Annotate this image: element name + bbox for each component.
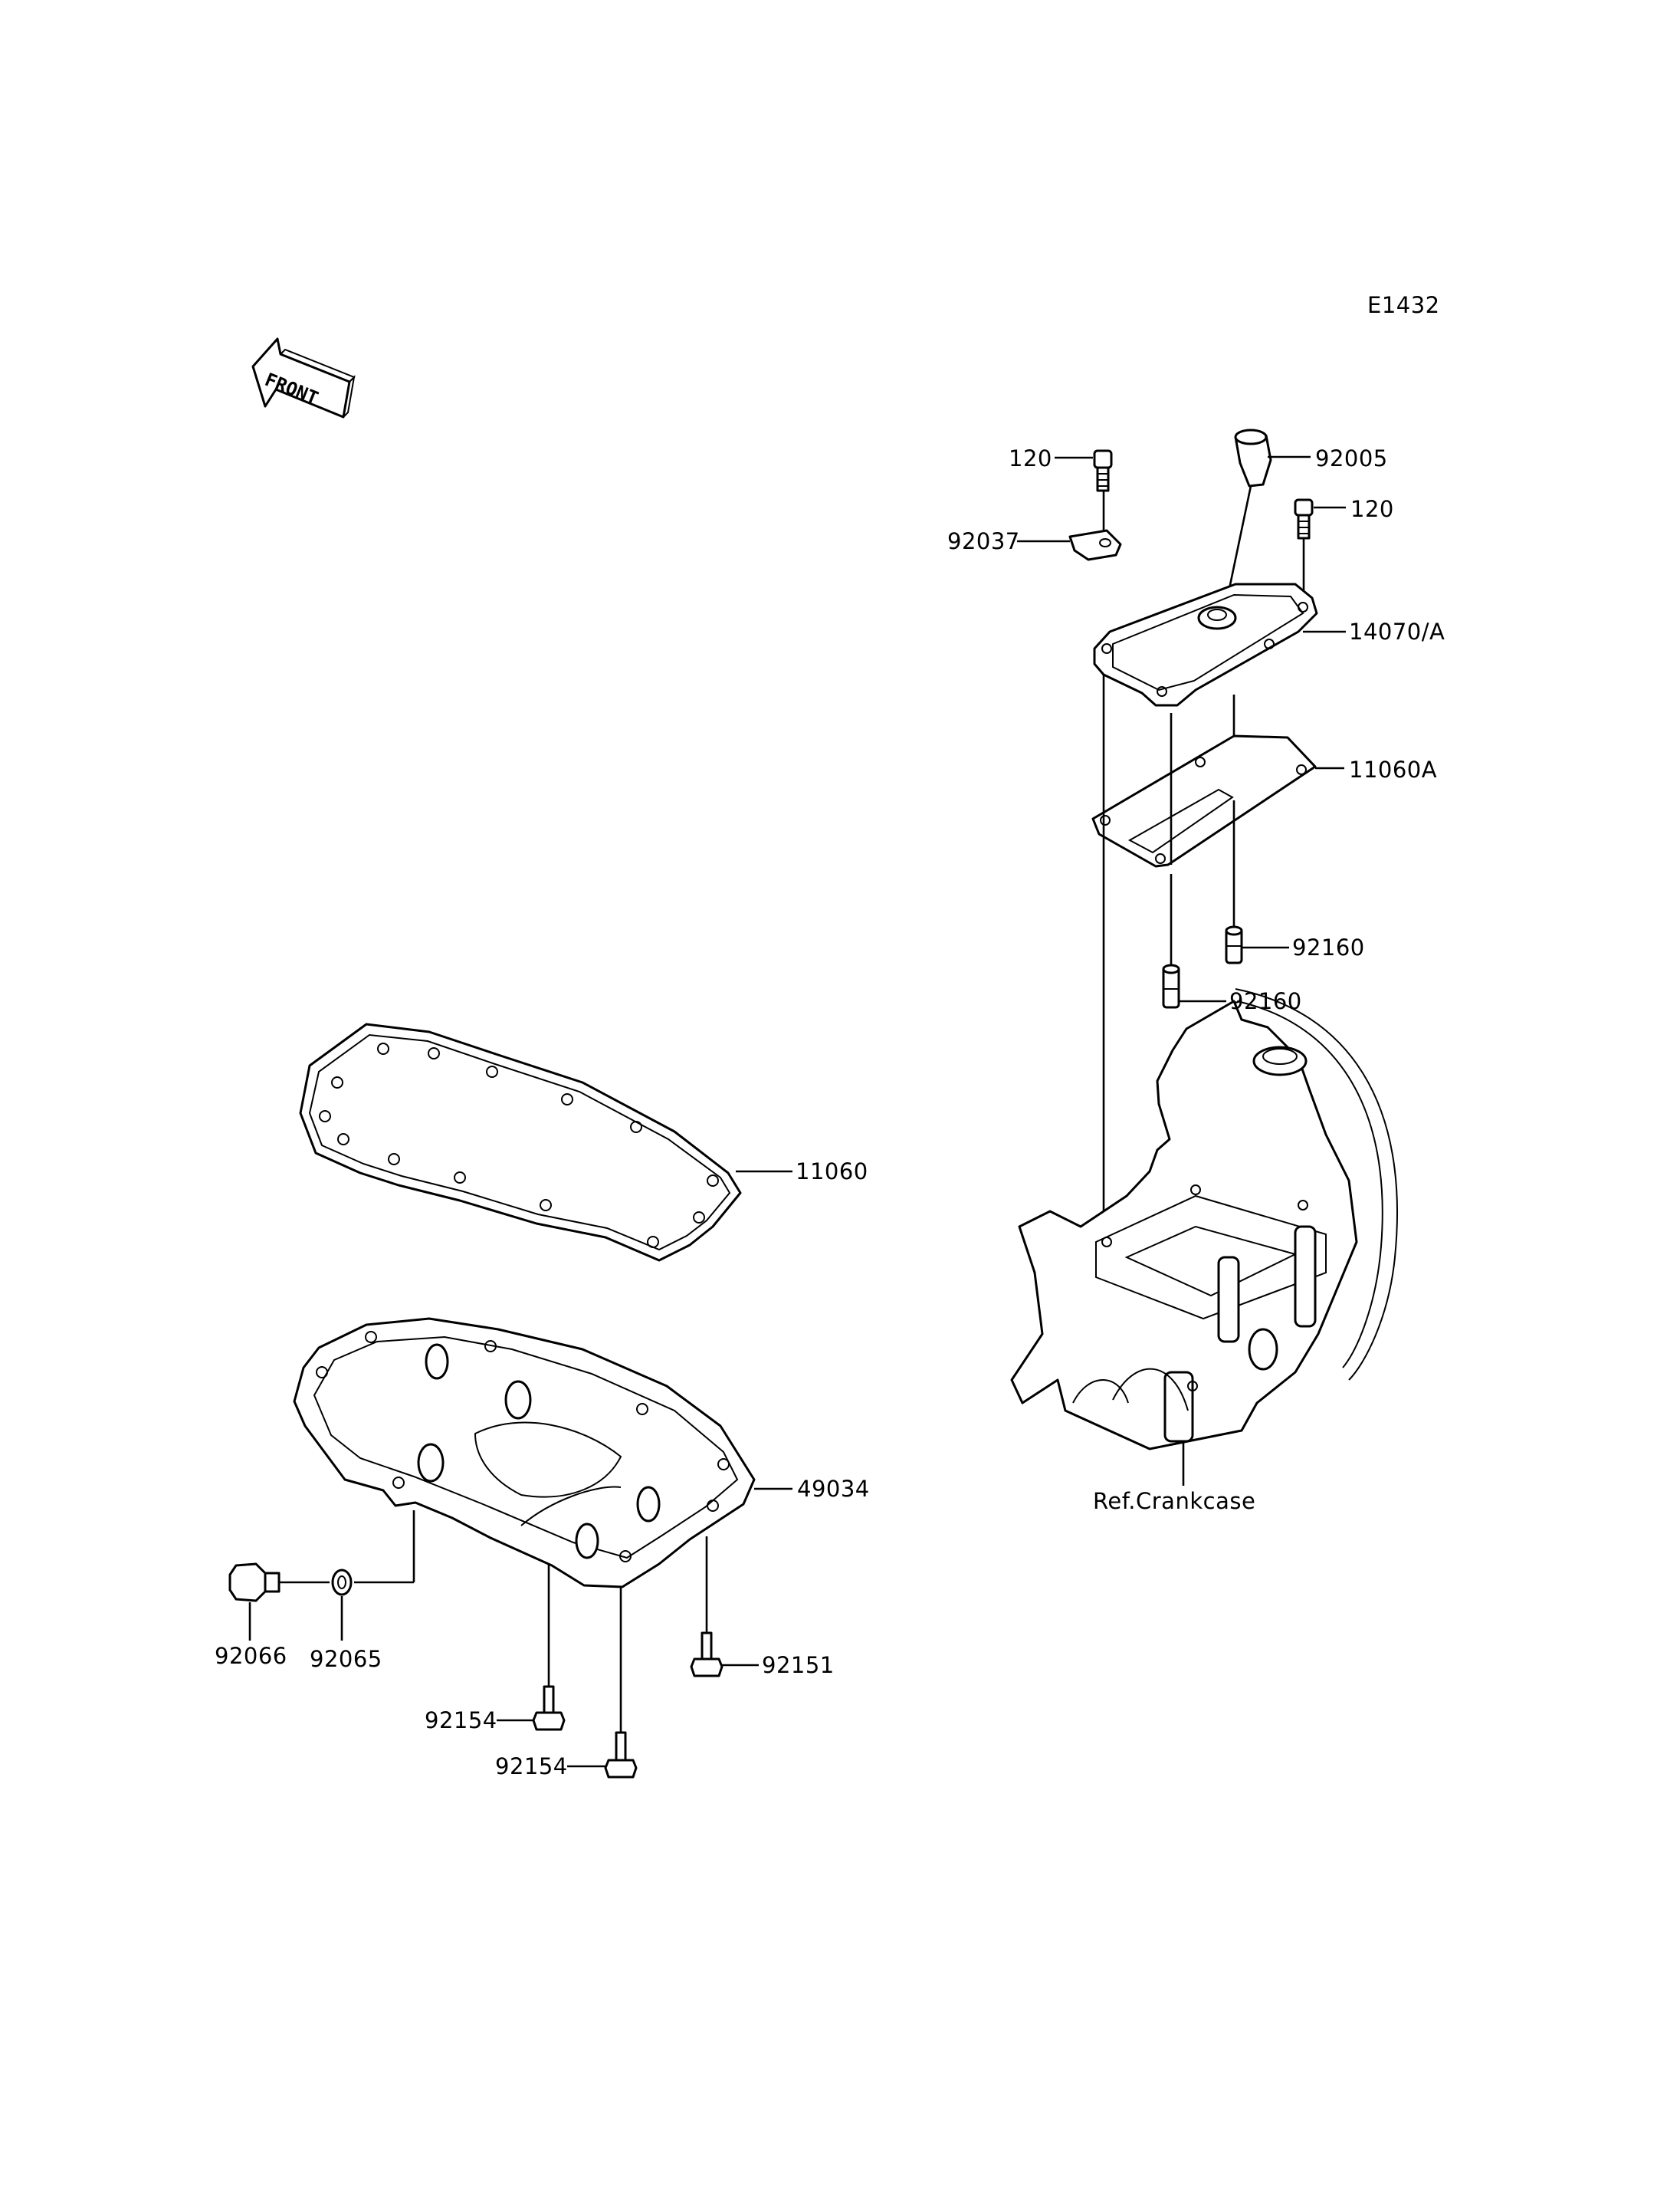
part-label-92160-lower[interactable]: 92160 — [1229, 988, 1302, 1014]
part-label-92037[interactable]: 92037 — [947, 528, 1020, 554]
diagram-code: E1432 — [1367, 292, 1440, 318]
bolt-92154-upper-icon — [532, 1685, 566, 1731]
part-label-92154-upper[interactable]: 92154 — [425, 1707, 497, 1733]
part-label-92160-upper[interactable]: 92160 — [1292, 935, 1365, 961]
part-label-92066[interactable]: 92066 — [215, 1643, 287, 1669]
crankcase-reference-icon — [1010, 988, 1398, 1450]
part-label-49034[interactable]: 49034 — [797, 1476, 870, 1502]
dowel-pin-92160-upper-icon — [1225, 925, 1243, 964]
part-label-92005[interactable]: 92005 — [1315, 445, 1388, 471]
bolt-92154-lower-icon — [604, 1731, 638, 1779]
part-label-92065[interactable]: 92065 — [310, 1646, 382, 1672]
breather-fitting-92005-icon — [1234, 429, 1272, 488]
gasket-11060A-icon — [1091, 734, 1317, 868]
drain-plug-92066-icon — [228, 1562, 281, 1602]
part-label-120-right[interactable]: 120 — [1350, 496, 1394, 522]
bolt-120-left-icon — [1093, 449, 1113, 492]
front-arrow-icon — [251, 337, 356, 419]
part-label-120-left[interactable]: 120 — [1009, 445, 1052, 471]
part-label-92154-lower[interactable]: 92154 — [495, 1753, 568, 1779]
part-label-14070A[interactable]: 14070/A — [1349, 619, 1445, 645]
bolt-120-right-icon — [1294, 498, 1314, 540]
bolt-92151-icon — [690, 1631, 724, 1677]
oil-pan-gasket-11060-icon — [299, 1023, 742, 1262]
washer-92065-icon — [331, 1569, 353, 1596]
part-label-11060[interactable]: 11060 — [796, 1158, 868, 1184]
part-label-92151[interactable]: 92151 — [762, 1652, 835, 1678]
reference-label-crankcase: Ref.Crankcase — [1093, 1488, 1256, 1514]
cover-14070A-icon — [1093, 583, 1318, 707]
oil-pan-49034-icon — [293, 1317, 756, 1588]
dowel-pin-92160-lower-icon — [1162, 964, 1180, 1009]
clamp-92037-icon — [1068, 529, 1122, 561]
part-label-11060A[interactable]: 11060A — [1349, 757, 1438, 783]
